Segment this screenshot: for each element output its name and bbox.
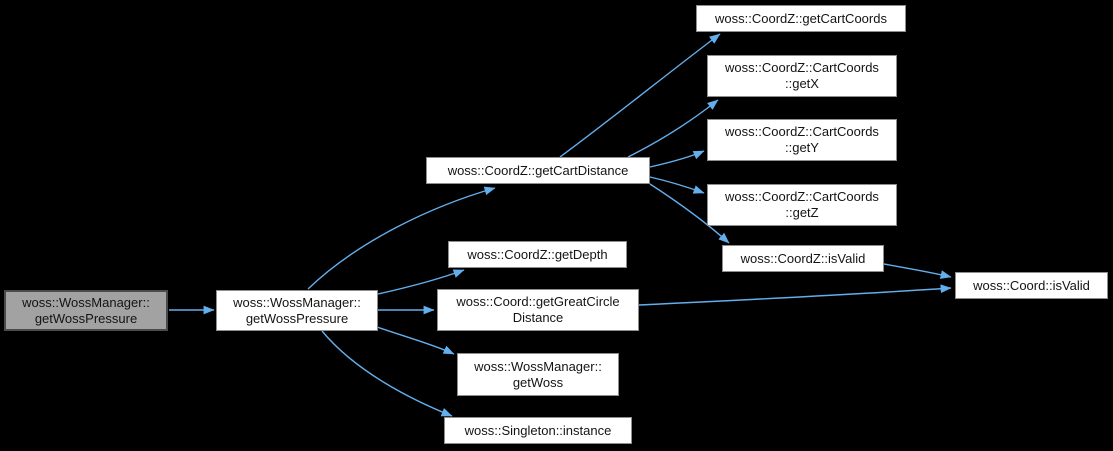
edge-getcartdistance-to-coordz-isvalid	[649, 183, 730, 244]
node-coord-getgreatcircledistance[interactable]: woss::Coord::getGreatCircle Distance	[437, 289, 639, 331]
edge-getwosspressure-to-instance	[321, 330, 453, 417]
edge-getcartdistance-to-getcartcoords	[559, 33, 721, 158]
edge-coordz-isvalid-to-coord-isvalid	[883, 263, 952, 279]
node-coordz-getcartcoords[interactable]: woss::CoordZ::getCartCoords	[696, 5, 906, 32]
node-coordz-isvalid[interactable]: woss::CoordZ::isValid	[722, 245, 884, 272]
node-coordz-getcartdistance[interactable]: woss::CoordZ::getCartDistance	[426, 157, 650, 184]
edge-getcartdistance-to-gety	[649, 150, 705, 168]
node-coord-isvalid[interactable]: woss::Coord::isValid	[955, 272, 1108, 299]
node-coordz-getdepth[interactable]: woss::CoordZ::getDepth	[448, 241, 627, 268]
node-cartcoords-getx[interactable]: woss::CoordZ::CartCoords ::getX	[707, 55, 897, 97]
node-wossmanager-getwoss[interactable]: woss::WossManager:: getWoss	[457, 353, 619, 396]
edge-getcartdistance-to-getz	[649, 176, 705, 194]
edge-getwosspressure-to-getcartdistance	[307, 186, 496, 290]
node-singleton-instance[interactable]: woss::Singleton::instance	[444, 417, 632, 444]
node-cartcoords-gety[interactable]: woss::CoordZ::CartCoords ::getY	[707, 119, 897, 161]
edge-getwosspressure-to-getdepth	[377, 269, 465, 295]
node-wossmanager-getwosspressure-current: woss::WossManager:: getWossPressure	[4, 290, 168, 331]
edge-getwosspressure-to-getwoss	[376, 326, 455, 355]
edge-getcartdistance-to-getx	[627, 99, 719, 158]
node-cartcoords-getz[interactable]: woss::CoordZ::CartCoords ::getZ	[707, 184, 897, 226]
edge-getgreatcircledistance-to-coord-isvalid	[638, 284, 952, 306]
node-wossmanager-getwosspressure[interactable]: woss::WossManager:: getWossPressure	[216, 290, 378, 331]
